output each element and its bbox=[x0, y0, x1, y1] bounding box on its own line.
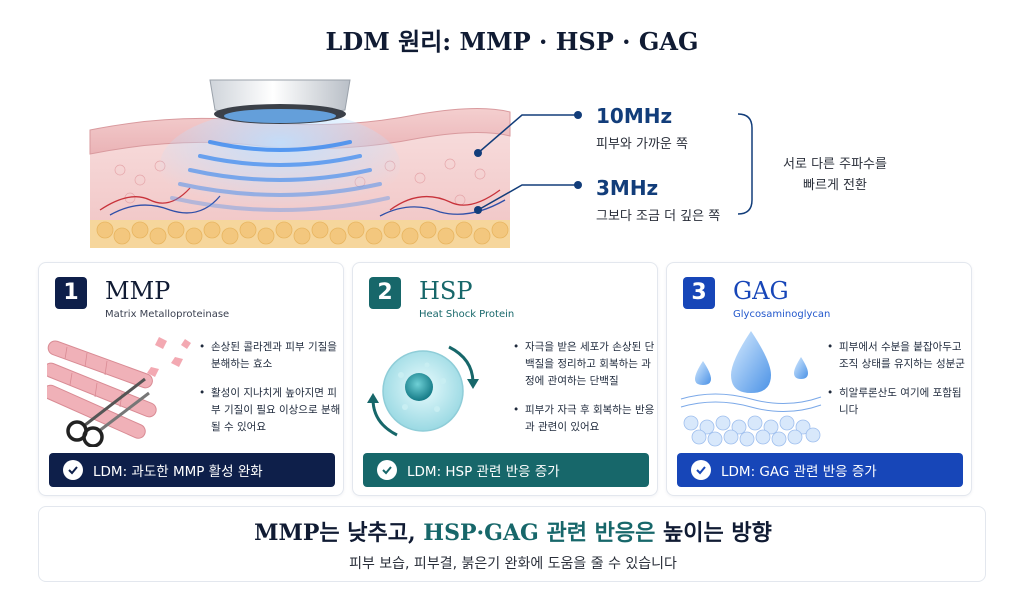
bullet-item: 활성이 지나치게 높아지면 피부 기질이 필요 이상으로 분해될 수 있어요 bbox=[199, 385, 341, 436]
mmp-result-bar: LDM: 과도한 MMP 활성 완화 bbox=[49, 453, 335, 487]
check-icon bbox=[691, 460, 711, 480]
bullet-item: 피부에서 수분을 붙잡아두고 조직 상태를 유지하는 성분군 bbox=[827, 339, 969, 373]
bullet-item: 피부가 자극 후 회복하는 반응과 관련이 있어요 bbox=[513, 402, 655, 436]
ldm-device-icon bbox=[209, 79, 351, 124]
card-title: MMP bbox=[105, 277, 171, 305]
bullet-item: 자극을 받은 세포가 손상된 단백질을 정리하고 회복하는 과정에 관여하는 단… bbox=[513, 339, 655, 390]
water-matrix-illustration bbox=[680, 331, 822, 447]
hsp-result-bar: LDM: HSP 관련 반응 증가 bbox=[363, 453, 649, 487]
card-title: HSP bbox=[419, 277, 473, 305]
collagen-scissors-illustration bbox=[47, 337, 191, 447]
check-icon bbox=[63, 460, 83, 480]
card-subtitle: Heat Shock Protein bbox=[419, 309, 515, 320]
card-number-badge: 3 bbox=[683, 277, 715, 309]
summary-box: MMP는 낮추고, HSP·GAG 관련 반응은 높이는 방향 피부 보습, 피… bbox=[38, 506, 986, 582]
card-bullet-list: 손상된 콜라겐과 피부 기질을 분해하는 효소 활성이 지나치게 높아지면 피부… bbox=[199, 339, 341, 448]
ultrasound-waves bbox=[170, 140, 390, 212]
card-title: GAG bbox=[733, 277, 789, 305]
hsp-card: 2 HSP Heat Shock Protein 자극을 받은 세포가 손상된 … bbox=[352, 262, 658, 496]
card-number-badge: 2 bbox=[369, 277, 401, 309]
fat-layer bbox=[90, 218, 510, 248]
card-bullet-list: 피부에서 수분을 붙잡아두고 조직 상태를 유지하는 성분군 히알루론산도 여기… bbox=[827, 339, 969, 431]
bullet-item: 히알루론산도 여기에 포함됩니다 bbox=[827, 385, 969, 419]
scissors-icon bbox=[66, 377, 150, 447]
gag-result-bar: LDM: GAG 관련 반응 증가 bbox=[677, 453, 963, 487]
gag-card: 3 GAG Glycosaminoglycan 피부에서 수분을 붙잡아두고 조… bbox=[666, 262, 972, 496]
result-text: LDM: 과도한 MMP 활성 완화 bbox=[93, 464, 263, 480]
bullet-item: 손상된 콜라겐과 피부 기질을 분해하는 효소 bbox=[199, 339, 341, 373]
page-title: LDM 원리: MMP · HSP · GAG bbox=[325, 27, 699, 56]
cell-icon bbox=[382, 350, 464, 432]
water-drop-icon bbox=[695, 331, 808, 393]
mmp-card: 1 MMP Matrix Metalloproteinase 손상된 콜라겐과 … bbox=[38, 262, 344, 496]
summary-subtext: 피부 보습, 피부결, 붉은기 완화에 도움을 줄 수 있습니다 bbox=[349, 556, 677, 572]
card-subtitle: Glycosaminoglycan bbox=[733, 309, 831, 320]
cell-illustration bbox=[367, 345, 479, 437]
card-subtitle: Matrix Metalloproteinase bbox=[105, 309, 230, 320]
summary-headline: MMP는 낮추고, HSP·GAG 관련 반응은 높이는 방향 bbox=[254, 520, 772, 546]
card-bullet-list: 자극을 받은 세포가 손상된 단백질을 정리하고 회복하는 과정에 관여하는 단… bbox=[513, 339, 655, 448]
gag-matrix bbox=[680, 393, 822, 413]
result-text: LDM: GAG 관련 반응 증가 bbox=[721, 464, 877, 480]
check-icon bbox=[377, 460, 397, 480]
card-number-badge: 1 bbox=[55, 277, 87, 309]
frequency-switch-note: 서로 다른 주파수를 빠르게 전환 bbox=[783, 157, 887, 193]
skin-cross-section-illustration bbox=[89, 79, 511, 248]
result-text: LDM: HSP 관련 반응 증가 bbox=[407, 464, 560, 480]
